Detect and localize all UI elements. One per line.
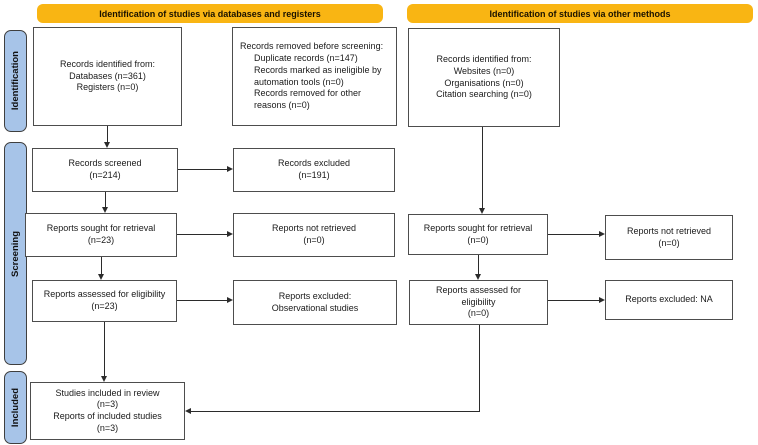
header-databases-registers-label: Identification of studies via databases … bbox=[99, 8, 321, 19]
arrow-sought-to-not-retrieved-line bbox=[177, 234, 227, 235]
arrow-sought-other-to-not-retrieved-line bbox=[548, 234, 599, 235]
box-text: eligibility bbox=[461, 296, 496, 307]
arrow-sought-to-assessed-head bbox=[98, 274, 104, 280]
phase-included: Included bbox=[4, 371, 27, 444]
box-text: (n=3) bbox=[96, 422, 119, 433]
box-text: Reports not retrieved bbox=[271, 223, 357, 234]
box-text: Records excluded bbox=[277, 158, 351, 169]
arrow-assessed-other-to-included-hline bbox=[191, 411, 480, 412]
header-databases-registers: Identification of studies via databases … bbox=[37, 4, 383, 23]
arrow-assessed-other-to-included-vline bbox=[479, 325, 480, 412]
box-text: (n=0) bbox=[467, 308, 490, 319]
arrow-screened-to-excluded-head bbox=[227, 166, 233, 172]
box-text: Citation searching (n=0) bbox=[436, 89, 532, 100]
arrow-assessed-to-included-line bbox=[104, 322, 105, 376]
box-text: (n=0) bbox=[303, 235, 325, 245]
arrow-sought-other-to-not-retrieved-head bbox=[599, 231, 605, 237]
box-reports-not-retrieved-other: Reports not retrieved (n=0) bbox=[605, 215, 733, 260]
arrow-sought-other-to-assessed-head bbox=[475, 274, 481, 280]
box-text: Databases (n=361) bbox=[69, 70, 146, 81]
arrow-assessed-other-to-excluded-head bbox=[599, 297, 605, 303]
box-text: Observational studies bbox=[271, 302, 359, 313]
box-text: (n=3) bbox=[96, 399, 119, 410]
box-text: Reports excluded: NA bbox=[625, 294, 713, 305]
box-text: (n=23) bbox=[87, 235, 115, 245]
box-text: Records marked as ineligible by automati… bbox=[254, 64, 382, 87]
box-text: Registers (n=0) bbox=[76, 82, 139, 93]
box-records-screened: Records screened (n=214) bbox=[32, 148, 178, 192]
box-reports-excluded-other: Reports excluded: NA bbox=[605, 280, 733, 320]
arrow-sought-to-assessed-line bbox=[101, 257, 102, 274]
box-text: Reports excluded: bbox=[278, 290, 352, 301]
box-text: Reports sought for retrieval bbox=[423, 222, 533, 233]
arrow-assessed-to-excluded-head bbox=[227, 297, 233, 303]
box-text: Reports sought for retrieval bbox=[46, 223, 156, 234]
phase-included-label: Included bbox=[10, 387, 21, 428]
box-records-excluded: Records excluded (n=191) bbox=[233, 148, 395, 192]
box-text: Organisations (n=0) bbox=[444, 77, 524, 88]
arrow-identified-other-to-sought-head bbox=[479, 208, 485, 214]
box-reports-assessed-other: Reports assessed for eligibility (n=0) bbox=[409, 280, 548, 325]
arrow-identified-other-to-sought-line bbox=[482, 127, 483, 208]
arrow-sought-to-not-retrieved-head bbox=[227, 231, 233, 237]
box-text: Reports of included studies bbox=[53, 411, 162, 421]
phase-identification-label: Identification bbox=[10, 51, 21, 111]
box-text: (n=23) bbox=[91, 301, 118, 311]
arrow-assessed-other-to-included-head bbox=[185, 408, 191, 414]
box-text: (n=0) bbox=[467, 234, 489, 245]
arrow-screened-to-excluded-line bbox=[178, 169, 228, 170]
box-text: Duplicate records (n=147) bbox=[254, 53, 358, 64]
arrow-screened-to-sought-line bbox=[105, 192, 106, 207]
box-text: Reports assessed for bbox=[435, 284, 522, 295]
box-text: Records identified from: bbox=[59, 58, 156, 69]
box-text: Records identified from: bbox=[436, 54, 532, 65]
box-reports-sought-databases: Reports sought for retrieval (n=23) bbox=[25, 213, 177, 257]
box-text: Records removed before screening: bbox=[240, 41, 384, 52]
phase-screening: Screening bbox=[4, 142, 27, 365]
arrow-sought-other-to-assessed-line bbox=[478, 255, 479, 274]
box-text: Studies included in review bbox=[55, 387, 160, 398]
box-records-identified-other: Records identified from: Websites (n=0) … bbox=[408, 28, 560, 127]
box-studies-included: Studies included in review (n=3) Reports… bbox=[30, 382, 185, 440]
box-records-identified-databases: Records identified from: Databases (n=36… bbox=[33, 27, 182, 126]
box-reports-excluded-databases: Reports excluded: Observational studies bbox=[233, 280, 397, 325]
box-reports-sought-other: Reports sought for retrieval (n=0) bbox=[408, 214, 548, 255]
phase-screening-label: Screening bbox=[10, 230, 21, 277]
arrow-identified-to-screened-line bbox=[107, 126, 108, 142]
arrow-assessed-other-to-excluded-line bbox=[548, 300, 599, 301]
arrow-screened-to-sought-head bbox=[102, 207, 108, 213]
box-text: Records screened bbox=[68, 158, 142, 169]
box-text: (n=214) bbox=[89, 170, 121, 180]
box-text: Reports not retrieved bbox=[626, 225, 712, 236]
arrow-assessed-to-excluded-line bbox=[177, 300, 227, 301]
box-text: Websites (n=0) bbox=[453, 65, 515, 76]
arrow-identified-to-screened-head bbox=[104, 142, 110, 148]
box-text: Records removed for other reasons (n=0) bbox=[254, 88, 362, 110]
box-records-removed: Records removed before screening: Duplic… bbox=[232, 27, 397, 126]
phase-identification: Identification bbox=[4, 30, 27, 132]
box-text: Reports assessed for eligibility bbox=[43, 289, 166, 300]
header-other-methods: Identification of studies via other meth… bbox=[407, 4, 753, 23]
arrow-assessed-to-included-head bbox=[101, 376, 107, 382]
header-other-methods-label: Identification of studies via other meth… bbox=[489, 8, 671, 19]
box-text: (n=0) bbox=[658, 237, 680, 248]
box-text: (n=191) bbox=[298, 170, 330, 180]
box-reports-not-retrieved-databases: Reports not retrieved (n=0) bbox=[233, 213, 395, 257]
box-reports-assessed-databases: Reports assessed for eligibility (n=23) bbox=[32, 280, 177, 322]
